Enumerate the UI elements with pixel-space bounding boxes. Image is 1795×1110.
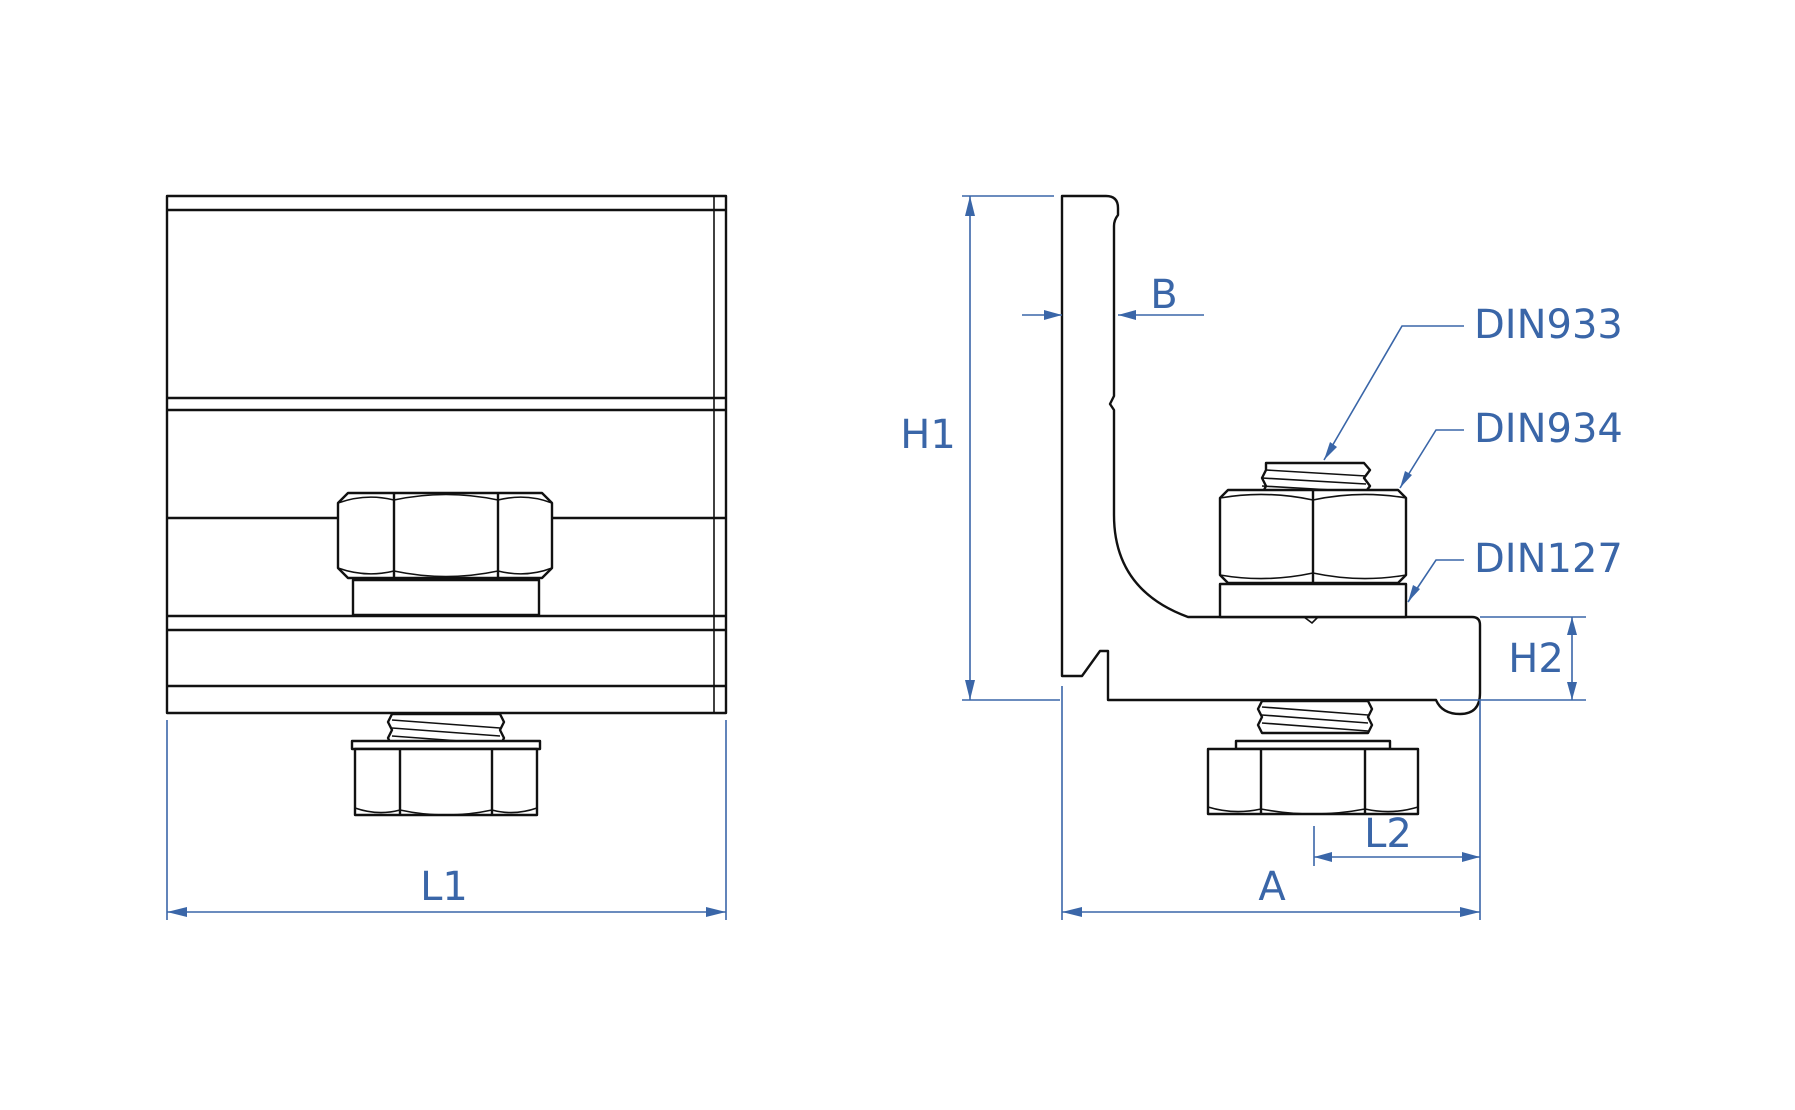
dim-label-h2: H2 [1508,636,1564,682]
dim-label-b: B [1150,272,1177,318]
front-nut-top [336,491,554,580]
side-angle-profile [1060,194,1482,716]
dimension-lines [166,195,1586,920]
dim-label-l1: L1 [420,864,468,910]
front-bolt-head [350,739,542,817]
dim-label-h1: H1 [900,412,956,458]
side-nut-top [1218,488,1408,585]
front-washer [351,578,541,617]
side-view [1060,194,1482,816]
callout-nut-din934: DIN934 [1474,406,1623,452]
dimension-labels: L1 H1 B H2 L2 A DIN933 DIN934 DIN127 [420,272,1623,910]
side-bolt-head [1206,739,1420,816]
side-bolt-thread-bottom [1256,699,1374,735]
side-washer [1218,582,1408,619]
front-view [165,194,728,817]
dim-label-a: A [1258,864,1286,910]
callout-washer-din127: DIN127 [1474,536,1623,582]
callout-bolt-din933: DIN933 [1474,302,1623,348]
front-clamp-body [165,194,728,715]
dim-label-l2: L2 [1364,811,1412,857]
